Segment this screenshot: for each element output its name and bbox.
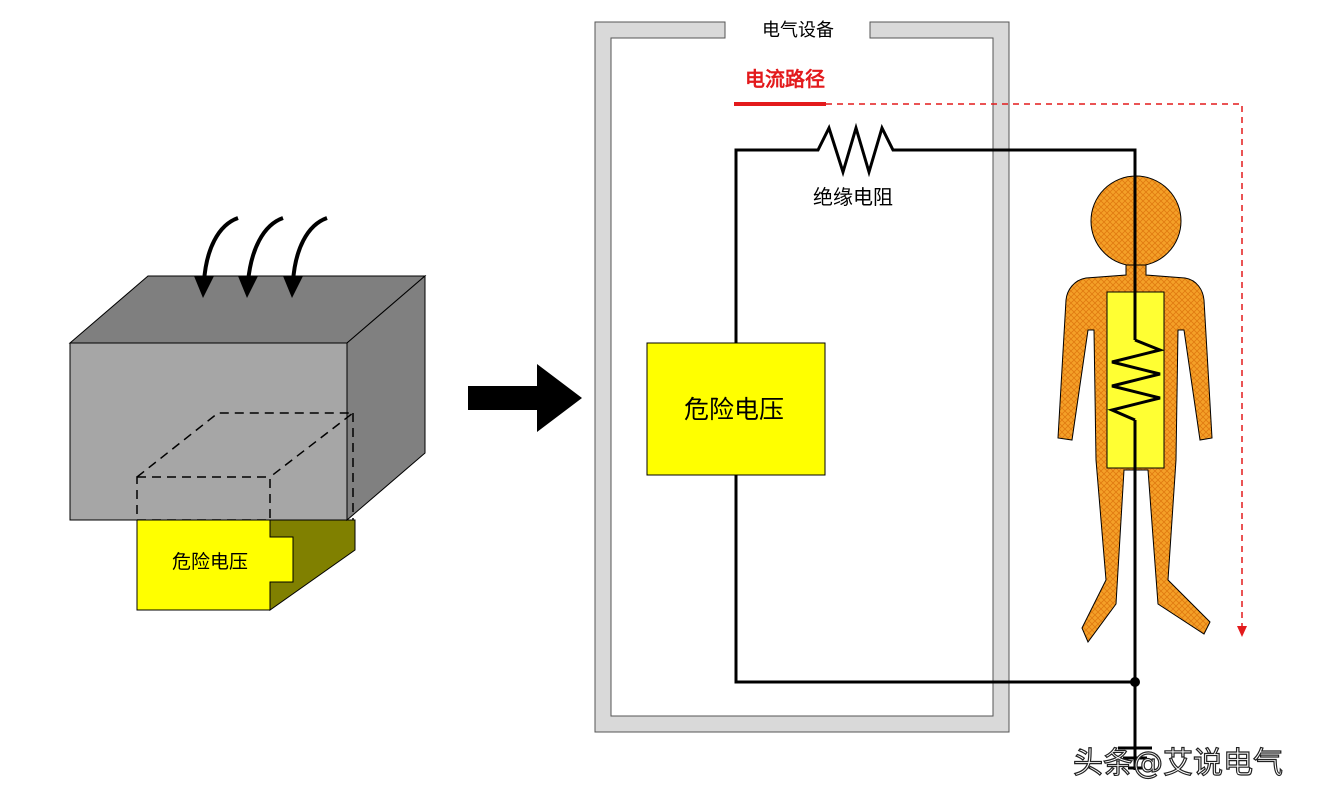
incoming-arrows [202, 216, 328, 283]
equipment-enclosure [594, 21, 1010, 733]
insulation-resistor-label: 绝缘电阻 [813, 185, 893, 209]
voltage-source-box [646, 342, 826, 476]
junction-dot [1130, 677, 1140, 687]
body-resistor [1107, 338, 1165, 422]
arrowhead-2 [238, 276, 258, 298]
left-voltage-label: 危险电压 [172, 551, 248, 573]
current-path-arrowhead [1237, 626, 1247, 637]
current-path-label: 电流路径 [745, 67, 825, 91]
insulation-resistor [810, 122, 900, 178]
enclosure-label: 电气设备 [762, 20, 834, 41]
voltage-box-front [136, 519, 294, 611]
block-front-face [69, 342, 348, 521]
voltage-source-label: 危险电压 [684, 395, 784, 424]
watermark: 头条@艾说电气 [1073, 746, 1283, 781]
arrowhead-3 [283, 276, 303, 298]
equipment-3d-block: 危险电压 [68, 216, 427, 611]
transition-arrow [468, 364, 582, 432]
arrowhead-1 [194, 276, 214, 298]
current-path-dashed [826, 103, 1243, 628]
ground-symbol [1118, 746, 1152, 770]
